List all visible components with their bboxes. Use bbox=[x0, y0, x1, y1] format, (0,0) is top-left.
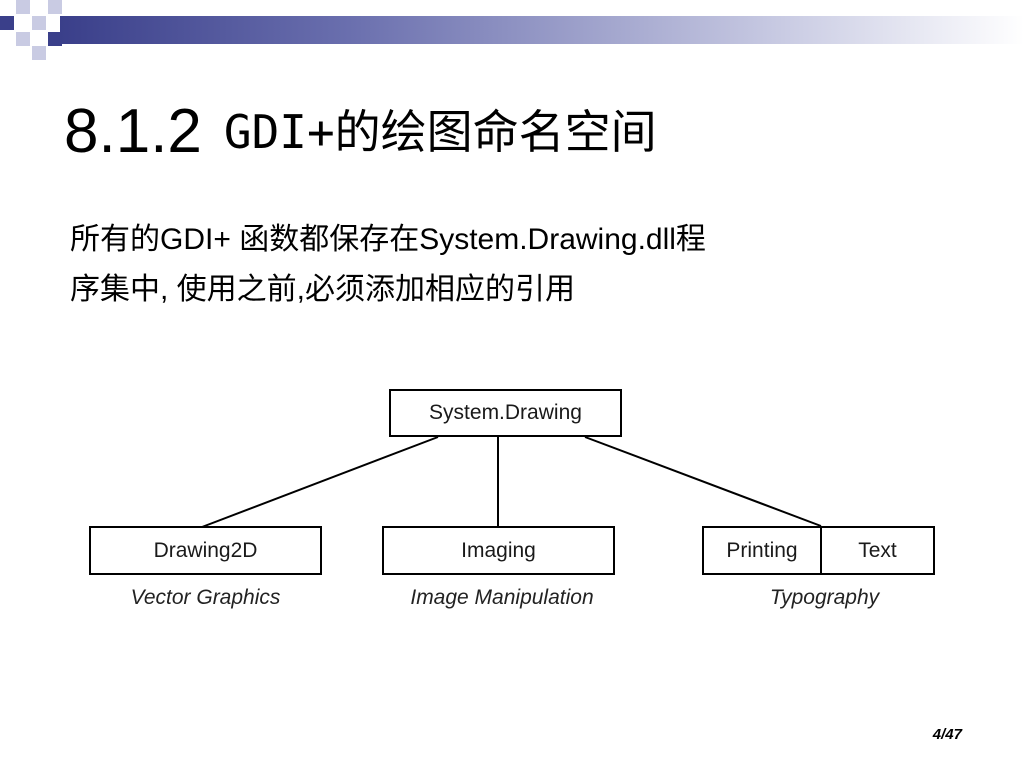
connector-to-drawing2d bbox=[201, 436, 439, 528]
page-number: 4/47 bbox=[932, 726, 962, 743]
title-number: 8.1.2 bbox=[64, 97, 202, 166]
slide-title: 8.1.2 GDI+的绘图命名空间 bbox=[64, 92, 657, 172]
node-printing: Printing bbox=[702, 526, 822, 575]
caption-vector-graphics: Vector Graphics bbox=[130, 586, 281, 609]
node-system-drawing: System.Drawing bbox=[389, 389, 622, 437]
body-line-1: 所有的GDI+ 函数都保存在System.Drawing.dll程 bbox=[70, 223, 706, 256]
node-imaging: Imaging bbox=[382, 526, 615, 575]
corner-decoration-icon bbox=[0, 0, 62, 60]
body-line-2: 序集中, 使用之前,必须添加相应的引用 bbox=[70, 273, 576, 306]
body-text: 所有的GDI+ 函数都保存在System.Drawing.dll程 序集中, 使… bbox=[70, 215, 930, 315]
connector-to-printing-text bbox=[584, 436, 822, 527]
caption-typography: Typography bbox=[769, 586, 880, 609]
title-text: GDI+的绘图命名空间 bbox=[223, 105, 657, 159]
node-text: Text bbox=[820, 526, 935, 575]
node-drawing2d: Drawing2D bbox=[89, 526, 322, 575]
caption-image-manipulation: Image Manipulation bbox=[410, 586, 594, 609]
header-gradient-bar bbox=[60, 16, 1024, 44]
